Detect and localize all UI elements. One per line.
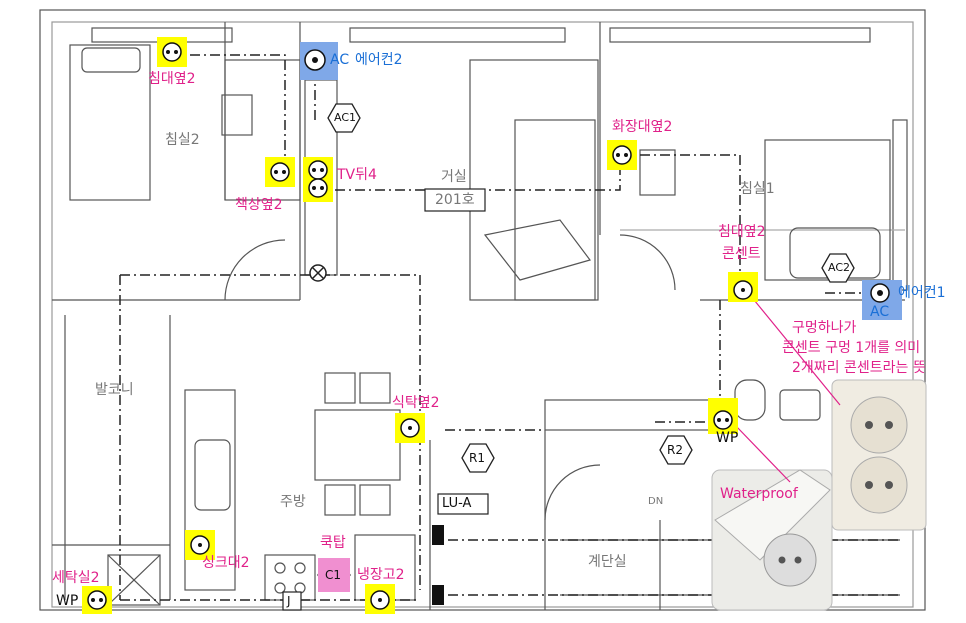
dining-chair [359,372,391,404]
r2-hex [659,435,693,465]
chair [221,94,253,136]
window-top-right [609,27,871,43]
sofa-back [514,119,596,301]
c1-tag: C1 [325,568,342,582]
bath-wall [544,399,711,431]
ac1-tag: AC1 [334,111,357,124]
outer-wall [39,9,926,611]
bed-2 [69,44,151,201]
room-stairs: 계단실 [588,554,627,570]
dining-chair [359,484,391,516]
pointer-line [749,294,841,406]
ac1-hex [327,103,361,133]
ac2-tag: AC2 [828,261,851,274]
outlet-label-bedroom1-sub: 콘센트 [722,246,761,262]
outlet-label-fridge: 냉장고2 [357,567,405,583]
dining-table [314,409,401,481]
bed-1 [764,139,891,281]
outlet-label-vanity: 화장대옆2 [612,119,673,135]
j-box [282,591,302,611]
aircon1-label: 에어컨1 [898,285,946,301]
inner-wall [51,21,914,608]
room-living: 거실 [441,169,467,185]
outlet-symbol [162,42,182,62]
outlet-label-desk: 책상옆2 [235,197,283,213]
counter [184,389,236,591]
toilet [734,379,766,421]
double-socket-photo [831,379,927,531]
basin [779,389,821,421]
unit-box [424,188,486,212]
outlet-label-tv: TV뒤4 [337,167,377,183]
sink-basin [194,439,231,511]
dining-chair [324,484,356,516]
door-arc [224,239,286,301]
waterproof-label: Waterproof [720,486,798,502]
stair-marker [432,585,444,605]
window-right [892,119,908,291]
r1-tag: R1 [469,451,485,465]
r2-tag: R2 [667,443,683,457]
wp-label-right: WP [716,430,739,446]
waterproof-socket-photo [711,469,833,611]
lua-tag: LU-A [442,496,472,511]
circuit-line [335,155,621,191]
circuit-line [170,54,286,170]
room-kitchen: 주방 [280,494,306,510]
stairs-dn: DN [648,496,664,507]
room-unit: 201호 [435,192,475,208]
j-tag: J [287,594,291,608]
dining-chair [324,372,356,404]
outlet-label-laundry: 세탁실2 [52,570,100,586]
outlet-label-bedroom2: 침대옆2 [148,71,196,87]
stair-marker [432,525,444,545]
outlet-symbol [87,590,107,610]
room-bedroom1: 침실1 [740,181,775,197]
ac-label-1: AC [870,304,890,320]
outlet-symbol [713,410,733,430]
outlet-symbol [612,145,632,165]
outlet-symbol [308,178,328,198]
outlet-label-bedroom1: 침대옆2 [718,224,766,240]
outlet-label-dining: 식탁옆2 [392,395,440,411]
circuit-line [640,154,741,280]
outlet-symbol [308,160,328,180]
sofa [469,59,599,301]
burner [274,582,286,594]
outlet-symbol [270,162,290,182]
aircon2-label: 에어컨2 [355,52,403,68]
armchair [483,219,592,281]
cooktop-label: 쿡탑 [320,535,346,551]
room-bedroom2: 침실2 [165,132,200,148]
pillow-2 [81,47,141,73]
ac2-hex [821,253,855,283]
r1-hex [461,443,495,473]
desk [224,59,301,201]
room-balcony: 발코니 [95,382,134,398]
wp-label-left: WP [56,593,79,609]
vanity [639,149,676,196]
pointer-line [734,424,791,483]
burner [294,562,306,574]
washer-x [107,554,161,606]
cooktop-highlight [318,558,350,592]
note-line-3: 2개짜리 콘센트라는 뜻 [792,360,926,376]
note-line-2: 콘센트 구멍 1개를 의미 [782,340,921,356]
note-line-1: 구멍하나가 [792,320,857,336]
door-arc [544,464,601,521]
door-arc [619,234,676,291]
circuit-line [120,274,421,590]
lua-box [437,493,489,515]
ac-label-2: AC [330,52,350,68]
washer-box [107,554,161,606]
window-top-mid [349,27,566,43]
outlet-label-sink: 싱크대2 [202,555,250,571]
burner [274,562,286,574]
